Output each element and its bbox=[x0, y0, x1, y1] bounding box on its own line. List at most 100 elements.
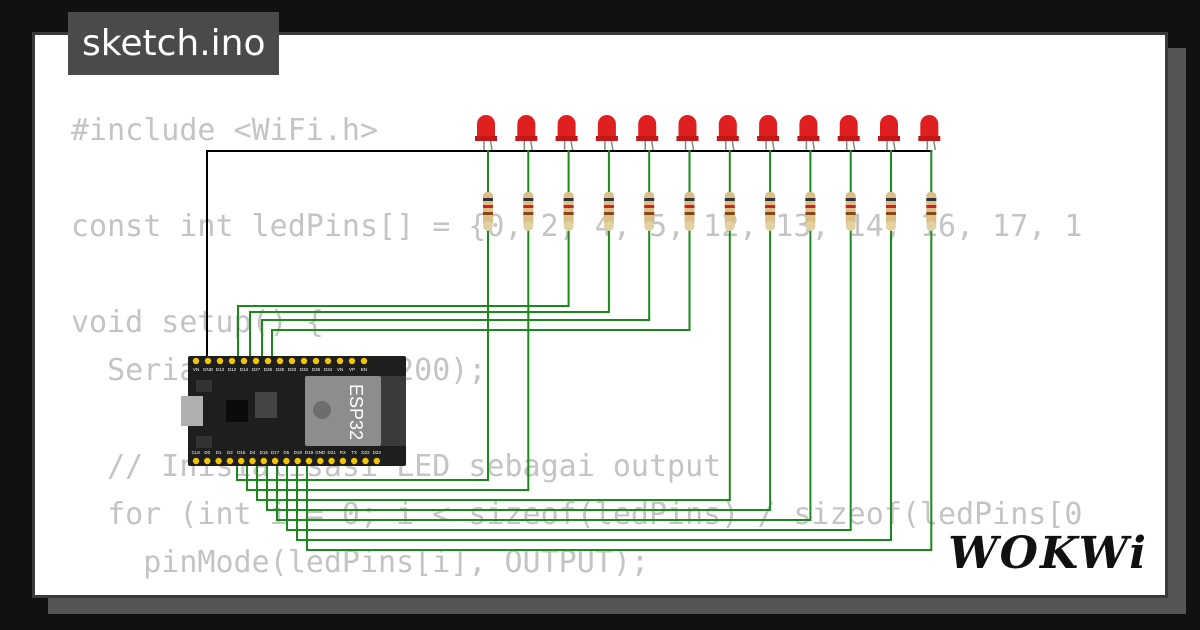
pin-label: D1 bbox=[216, 450, 222, 455]
resistor-band bbox=[886, 212, 896, 215]
led-red bbox=[718, 115, 737, 140]
pin-label: D27 bbox=[252, 367, 261, 372]
led-row bbox=[475, 115, 941, 151]
led-red bbox=[597, 115, 616, 140]
led-rim bbox=[475, 136, 497, 141]
resistor-band bbox=[845, 198, 856, 201]
code-line: } bbox=[71, 587, 1082, 595]
pin-hole bbox=[260, 457, 267, 465]
pin-hole bbox=[192, 357, 200, 365]
resistor-band bbox=[523, 205, 534, 208]
resistor-end bbox=[644, 221, 655, 231]
pin-label: D35 bbox=[312, 367, 321, 372]
pin-hole bbox=[264, 357, 272, 365]
led-red bbox=[477, 115, 495, 140]
led-rim bbox=[757, 136, 780, 141]
pin-label: GND bbox=[315, 450, 326, 455]
resistor bbox=[724, 192, 735, 226]
led-red bbox=[557, 115, 576, 140]
led-red bbox=[839, 115, 858, 140]
resistor bbox=[805, 192, 816, 226]
resistor-end bbox=[603, 221, 614, 231]
resistor-band bbox=[483, 205, 493, 208]
resistor-band bbox=[483, 198, 493, 201]
pin-hole bbox=[226, 457, 234, 465]
resistor-band bbox=[845, 212, 856, 215]
pin-hole bbox=[288, 357, 296, 365]
antenna bbox=[381, 376, 406, 446]
pin-hole bbox=[324, 357, 332, 365]
signal-wire bbox=[271, 150, 691, 360]
resistor-band bbox=[684, 205, 695, 208]
wokwi-logo: WOKWi bbox=[948, 528, 1148, 579]
signal-wire bbox=[306, 150, 933, 551]
pin-label: D12 bbox=[228, 367, 237, 372]
pin-label: D5 bbox=[284, 450, 290, 455]
signal-wire bbox=[256, 150, 731, 501]
resistor bbox=[886, 192, 896, 226]
resistor-band bbox=[483, 212, 493, 215]
pin-hole bbox=[204, 457, 211, 465]
pin-label: RX bbox=[340, 450, 346, 455]
pin-hole bbox=[252, 357, 260, 365]
signal-wire bbox=[296, 150, 892, 541]
resistor-end bbox=[724, 221, 735, 231]
pin-hole bbox=[328, 457, 335, 465]
pin-hole bbox=[348, 357, 356, 365]
pin-hole bbox=[360, 357, 368, 365]
pin-hole bbox=[300, 357, 308, 365]
led-rim bbox=[676, 136, 699, 141]
reset-button bbox=[196, 436, 212, 448]
resistor bbox=[765, 192, 776, 226]
chip-ic bbox=[226, 400, 248, 422]
usb-port bbox=[181, 396, 203, 426]
wifi-module-shield bbox=[305, 376, 381, 446]
signal-wire bbox=[286, 150, 852, 531]
pin-label: TX bbox=[351, 450, 357, 455]
resistor-band bbox=[765, 212, 776, 215]
espressif-logo bbox=[313, 401, 331, 419]
pin-label: D22 bbox=[361, 450, 370, 455]
pin-label: D26 bbox=[264, 367, 273, 372]
pin-label: D34 bbox=[324, 367, 333, 372]
pin-hole bbox=[336, 357, 344, 365]
resistor-row bbox=[483, 192, 937, 231]
resistor-end bbox=[805, 221, 816, 231]
pin-label: EN bbox=[361, 367, 367, 372]
led-red bbox=[678, 115, 697, 140]
code-line: void setup() { bbox=[71, 305, 324, 340]
pin-label: D25 bbox=[276, 367, 285, 372]
resistor-band bbox=[845, 205, 856, 208]
resistor-band bbox=[805, 212, 816, 215]
resistor-band bbox=[684, 212, 695, 215]
pin-hole bbox=[228, 357, 236, 365]
resistor bbox=[926, 192, 937, 226]
resistor-band bbox=[684, 198, 695, 201]
wires bbox=[206, 150, 933, 551]
led-rim bbox=[878, 136, 900, 141]
pin-hole bbox=[238, 457, 245, 465]
resistor-band bbox=[926, 205, 937, 208]
pin-hole bbox=[362, 457, 369, 465]
resistor bbox=[483, 192, 493, 226]
resistor-end bbox=[684, 221, 695, 231]
pin-hole bbox=[294, 457, 301, 465]
pin-label: D17 bbox=[271, 450, 280, 455]
led-rim bbox=[837, 136, 860, 141]
regulator bbox=[255, 392, 277, 418]
resistor-end bbox=[483, 221, 493, 231]
led-red bbox=[920, 115, 939, 140]
resistor-end bbox=[926, 221, 937, 231]
led-rim bbox=[595, 136, 618, 141]
file-name-tab: sketch.ino bbox=[68, 12, 280, 75]
led-rim bbox=[636, 136, 659, 141]
resistor-band bbox=[724, 205, 735, 208]
led-red bbox=[880, 115, 898, 140]
led-red bbox=[799, 115, 818, 140]
pin-label: D14 bbox=[240, 367, 249, 372]
resistor bbox=[523, 192, 534, 226]
signal-wire bbox=[276, 150, 812, 521]
boot-button bbox=[196, 380, 212, 392]
pin-label: D0 bbox=[204, 450, 210, 455]
